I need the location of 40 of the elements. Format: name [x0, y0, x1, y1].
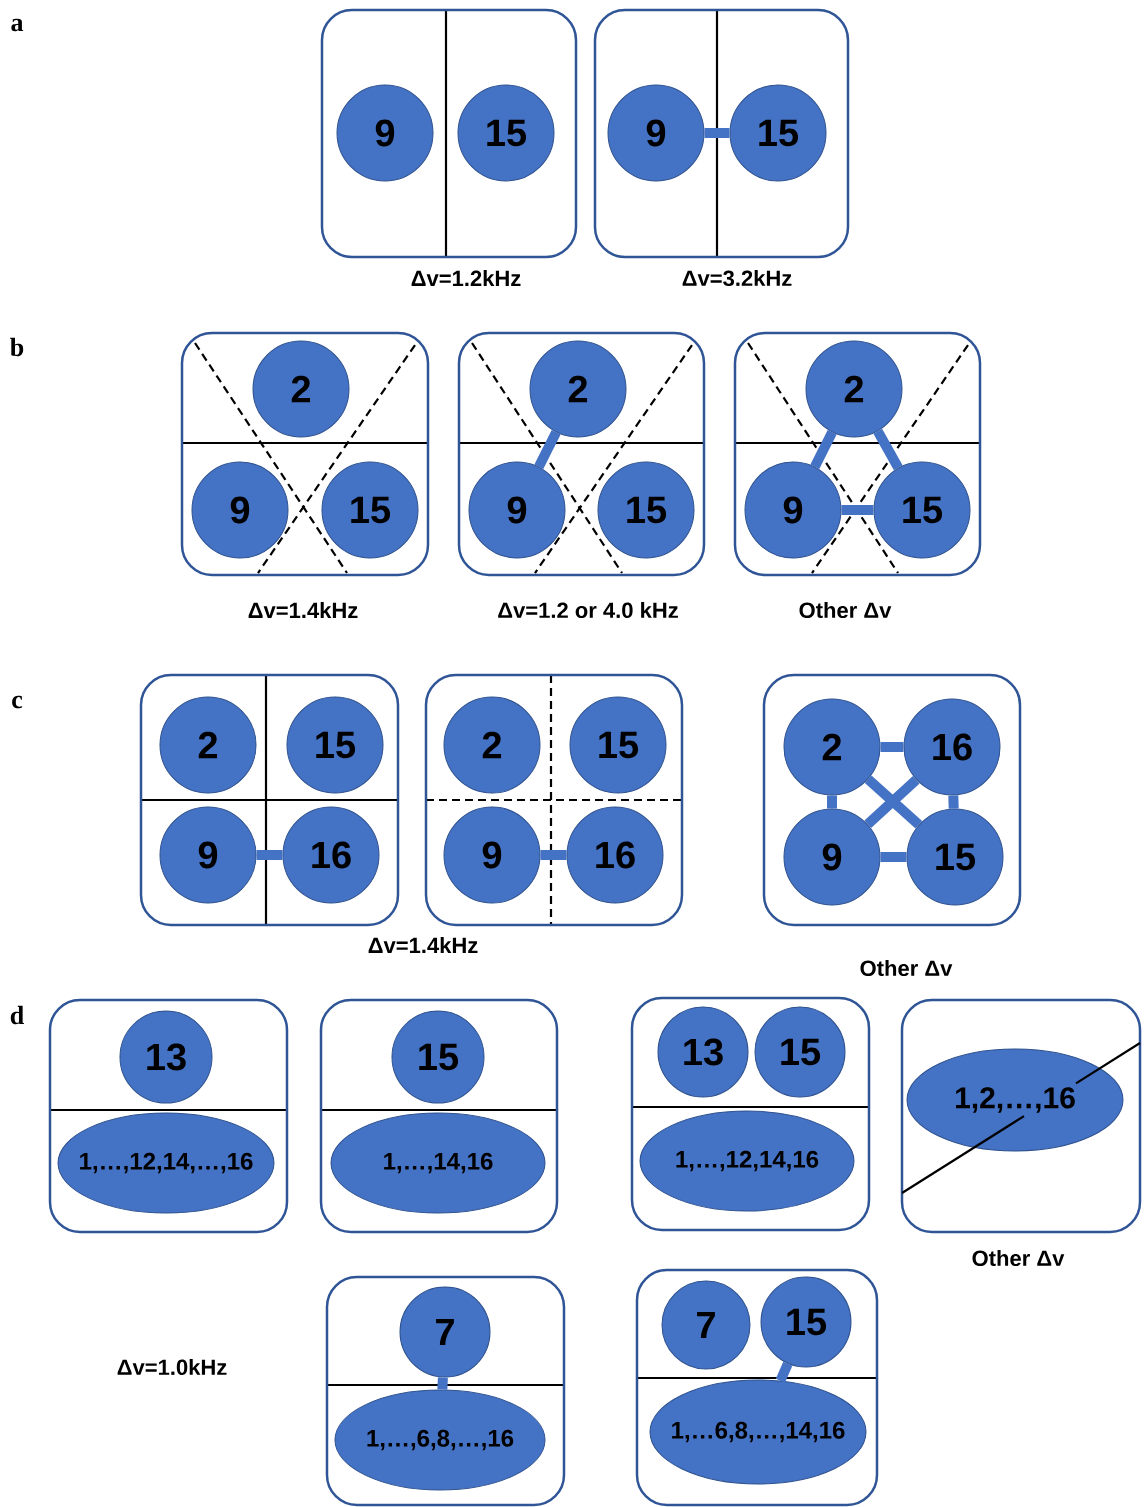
rounded-panel — [139, 673, 400, 927]
connector-bar — [437, 1377, 448, 1390]
connector-bar — [880, 852, 907, 862]
rounded-panel — [733, 331, 982, 577]
connector-bar — [775, 1361, 793, 1383]
rounded-panel — [457, 331, 706, 577]
caption: Δv=1.2kHz — [411, 270, 521, 286]
connector-bar — [948, 795, 959, 809]
panel-letter: c — [12, 695, 23, 709]
caption: Other Δv — [972, 1249, 1065, 1267]
panel-letter: a — [11, 18, 24, 32]
rounded-panel — [424, 673, 684, 927]
rounded-panel — [900, 998, 1142, 1234]
panel-letter: d — [10, 1005, 24, 1025]
caption: Δv=1.0kHz — [117, 1358, 227, 1376]
connector-bar — [810, 430, 837, 469]
connector-bar — [841, 505, 874, 515]
connector-bar — [704, 128, 730, 138]
rounded-panel — [762, 673, 1022, 927]
rounded-panel — [325, 1275, 566, 1507]
panel-letter: b — [10, 337, 24, 357]
connector-bar — [880, 742, 904, 752]
rounded-panel — [180, 331, 430, 577]
caption: Δv=1.4kHz — [248, 602, 358, 618]
connector-bar — [534, 430, 561, 469]
rounded-panel — [593, 8, 850, 259]
rounded-panel — [48, 998, 289, 1234]
rounded-panel — [319, 998, 559, 1234]
connector-bar — [873, 428, 903, 471]
caption: Δv=3.2kHz — [682, 269, 792, 287]
connector-bar — [540, 850, 567, 860]
connector-bar — [827, 795, 837, 809]
rounded-panel — [320, 8, 578, 259]
caption: Other Δv — [799, 601, 892, 619]
caption: Δv=1.2 or 4.0 kHz — [498, 601, 678, 619]
rounded-panel — [635, 1268, 879, 1507]
rounded-panel — [630, 996, 871, 1232]
caption: Δv=1.4kHz — [368, 937, 478, 953]
connector-bar — [256, 850, 283, 860]
caption: Other Δv — [860, 959, 953, 977]
